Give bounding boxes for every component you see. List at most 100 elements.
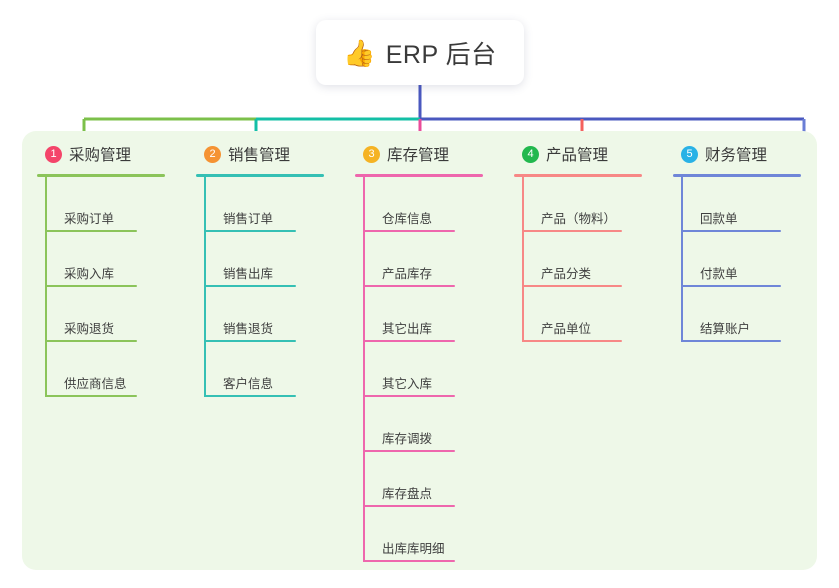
branch-item-rule (45, 395, 137, 397)
branch-item-label: 付款单 (700, 267, 738, 281)
branch-title-purchase: 采购管理 (69, 147, 132, 164)
branch-items-sales: 销售订单销售出库销售退货客户信息 (196, 177, 340, 397)
branch-item-label: 销售退货 (223, 322, 274, 336)
branch-item-rule (45, 230, 137, 232)
branch-title-product: 产品管理 (546, 147, 609, 164)
branch-header-inventory[interactable]: 3 库存管理 (355, 131, 499, 177)
branch-spine-inventory (363, 177, 365, 562)
branch-item-rule (204, 395, 296, 397)
branch-badge-product: 4 (522, 145, 539, 163)
branch-item-rule (522, 340, 622, 342)
branch-spine-purchase (45, 177, 47, 397)
root-node-title: ERP 后台 (385, 40, 497, 69)
branch-item-label: 其它入库 (382, 377, 433, 391)
branch-item-label: 产品单位 (541, 322, 592, 336)
branch-item[interactable]: 回款单 (673, 177, 817, 232)
branch-header-rule-product (514, 174, 642, 177)
branch-item[interactable]: 仓库信息 (355, 177, 499, 232)
branch-item[interactable]: 产品库存 (355, 232, 499, 287)
branch-item-label: 产品（物料） (541, 212, 617, 226)
branch-item[interactable]: 销售订单 (196, 177, 340, 232)
branch-header-rule-purchase (37, 174, 165, 177)
branch-item[interactable]: 销售出库 (196, 232, 340, 287)
branch-item-rule (45, 285, 137, 287)
branch-item-rule (363, 560, 455, 562)
branch-item-rule (45, 340, 137, 342)
branch-item[interactable]: 库存盘点 (355, 452, 499, 507)
branch-item-label: 供应商信息 (64, 377, 127, 391)
branch-item-label: 客户信息 (223, 377, 274, 391)
branch-title-sales: 销售管理 (228, 147, 291, 164)
branch-item-rule (363, 505, 455, 507)
branch-item[interactable]: 结算账户 (673, 287, 817, 342)
branch-title-inventory: 库存管理 (387, 147, 450, 164)
branch-item-rule (363, 340, 455, 342)
branch-item-rule (363, 285, 455, 287)
branch-item-label: 采购订单 (64, 212, 115, 226)
branch-item[interactable]: 出库库明细 (355, 507, 499, 562)
branch-item[interactable]: 产品（物料） (514, 177, 658, 232)
branch-item-label: 回款单 (700, 212, 738, 226)
branch-item[interactable]: 其它入库 (355, 342, 499, 397)
branch-item[interactable]: 产品单位 (514, 287, 658, 342)
branch-item-rule (204, 340, 296, 342)
branch-items-product: 产品（物料） 产品分类产品单位 (514, 177, 658, 342)
branch-item-label: 销售订单 (223, 212, 274, 226)
branch-spine-finance (681, 177, 683, 342)
branch-badge-inventory: 3 (363, 145, 380, 163)
branch-items-purchase: 采购订单采购入库采购退货供应商信息 (37, 177, 181, 397)
branch-badge-sales: 2 (204, 145, 221, 163)
branch-item-rule (363, 395, 455, 397)
branch-spine-product (522, 177, 524, 342)
branch-column-sales: 2 销售管理销售订单销售出库销售退货客户信息 (181, 131, 340, 570)
branch-item-rule (204, 230, 296, 232)
branch-item[interactable]: 库存调拨 (355, 397, 499, 452)
branch-item[interactable]: 供应商信息 (37, 342, 181, 397)
branch-items-finance: 回款单付款单结算账户 (673, 177, 817, 342)
branch-spine-sales (204, 177, 206, 397)
branch-item-rule (204, 285, 296, 287)
branch-item-label: 采购退货 (64, 322, 115, 336)
branch-item-label: 采购入库 (64, 267, 115, 281)
branch-items-inventory: 仓库信息产品库存其它出库其它入库库存调拨库存盘点出库库明细 (355, 177, 499, 562)
branch-item[interactable]: 客户信息 (196, 342, 340, 397)
branch-item[interactable]: 销售退货 (196, 287, 340, 342)
branch-item[interactable]: 采购订单 (37, 177, 181, 232)
branch-item-label: 结算账户 (700, 322, 751, 336)
branch-title-finance: 财务管理 (705, 147, 768, 164)
branch-item[interactable]: 产品分类 (514, 232, 658, 287)
branch-header-product[interactable]: 4 产品管理 (514, 131, 658, 177)
thumbs-up-icon: 👍 (343, 37, 376, 68)
root-node-card[interactable]: 👍 ERP 后台 (316, 20, 524, 85)
branch-item-label: 产品分类 (541, 267, 592, 281)
branch-item-rule (363, 230, 455, 232)
branch-column-product: 4 产品管理产品（物料） 产品分类产品单位 (499, 131, 658, 570)
branch-item-label: 出库库明细 (382, 542, 445, 556)
branch-item-label: 仓库信息 (382, 212, 433, 226)
branch-item[interactable]: 其它出库 (355, 287, 499, 342)
branch-item[interactable]: 付款单 (673, 232, 817, 287)
branch-item-label: 库存盘点 (382, 487, 433, 501)
branch-item-label: 产品库存 (382, 267, 433, 281)
branch-item-label: 库存调拨 (382, 432, 433, 446)
branch-item[interactable]: 采购退货 (37, 287, 181, 342)
branch-header-rule-inventory (355, 174, 483, 177)
branch-item[interactable]: 采购入库 (37, 232, 181, 287)
branch-column-inventory: 3 库存管理仓库信息产品库存其它出库其它入库库存调拨库存盘点出库库明细 (340, 131, 499, 570)
branch-item-rule (681, 340, 781, 342)
branch-item-rule (522, 285, 622, 287)
branch-header-sales[interactable]: 2 销售管理 (196, 131, 340, 177)
branch-item-rule (522, 230, 622, 232)
branch-item-rule (681, 230, 781, 232)
branch-item-rule (363, 450, 455, 452)
branch-header-rule-sales (196, 174, 324, 177)
diagram-panel (22, 131, 817, 570)
branch-header-rule-finance (673, 174, 801, 177)
branch-item-label: 其它出库 (382, 322, 433, 336)
branch-item-label: 销售出库 (223, 267, 274, 281)
